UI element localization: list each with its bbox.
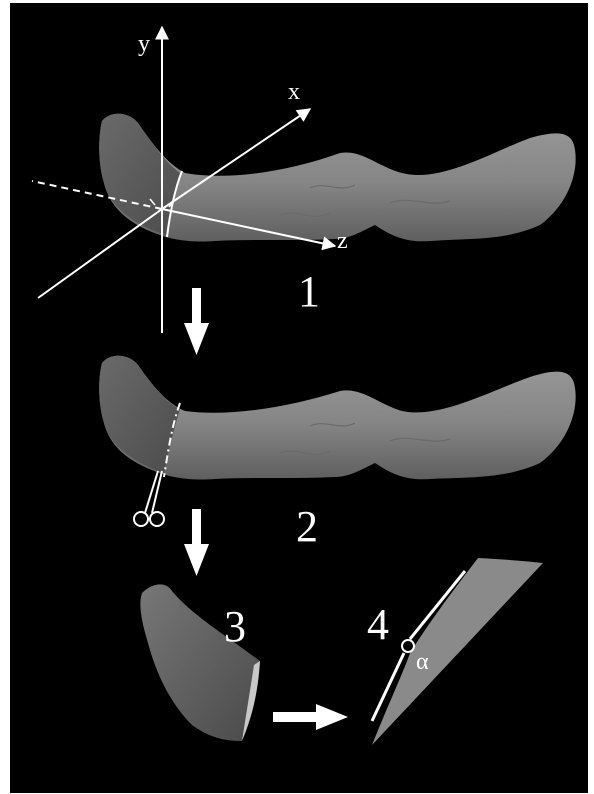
bone-1-end-face xyxy=(99,114,180,235)
section-4-shape xyxy=(372,558,543,745)
z-axis-label: z xyxy=(337,228,348,254)
x-axis-label: x xyxy=(288,79,300,105)
step-4-label: 4 xyxy=(367,600,389,649)
step-1-label: 1 xyxy=(298,267,320,316)
step-2-label: 2 xyxy=(296,502,318,551)
figure-svg: y x z 1 2 3 4 α xyxy=(10,3,588,793)
bone-1 xyxy=(99,114,575,242)
step-3-label: 3 xyxy=(224,602,246,651)
angle-alpha-label: α xyxy=(416,649,429,675)
bone-2 xyxy=(99,356,575,480)
right-arrow-icon xyxy=(273,704,348,730)
x-axis-back xyxy=(38,209,162,298)
bone-section-4 xyxy=(372,558,543,745)
scissors-icon xyxy=(134,471,164,526)
figure-canvas: y x z 1 2 3 4 α xyxy=(10,3,588,793)
angle-vertex-icon xyxy=(402,640,414,652)
down-arrow-icon xyxy=(184,509,209,576)
y-axis-label: y xyxy=(138,31,150,57)
down-arrow-icon xyxy=(184,288,209,355)
